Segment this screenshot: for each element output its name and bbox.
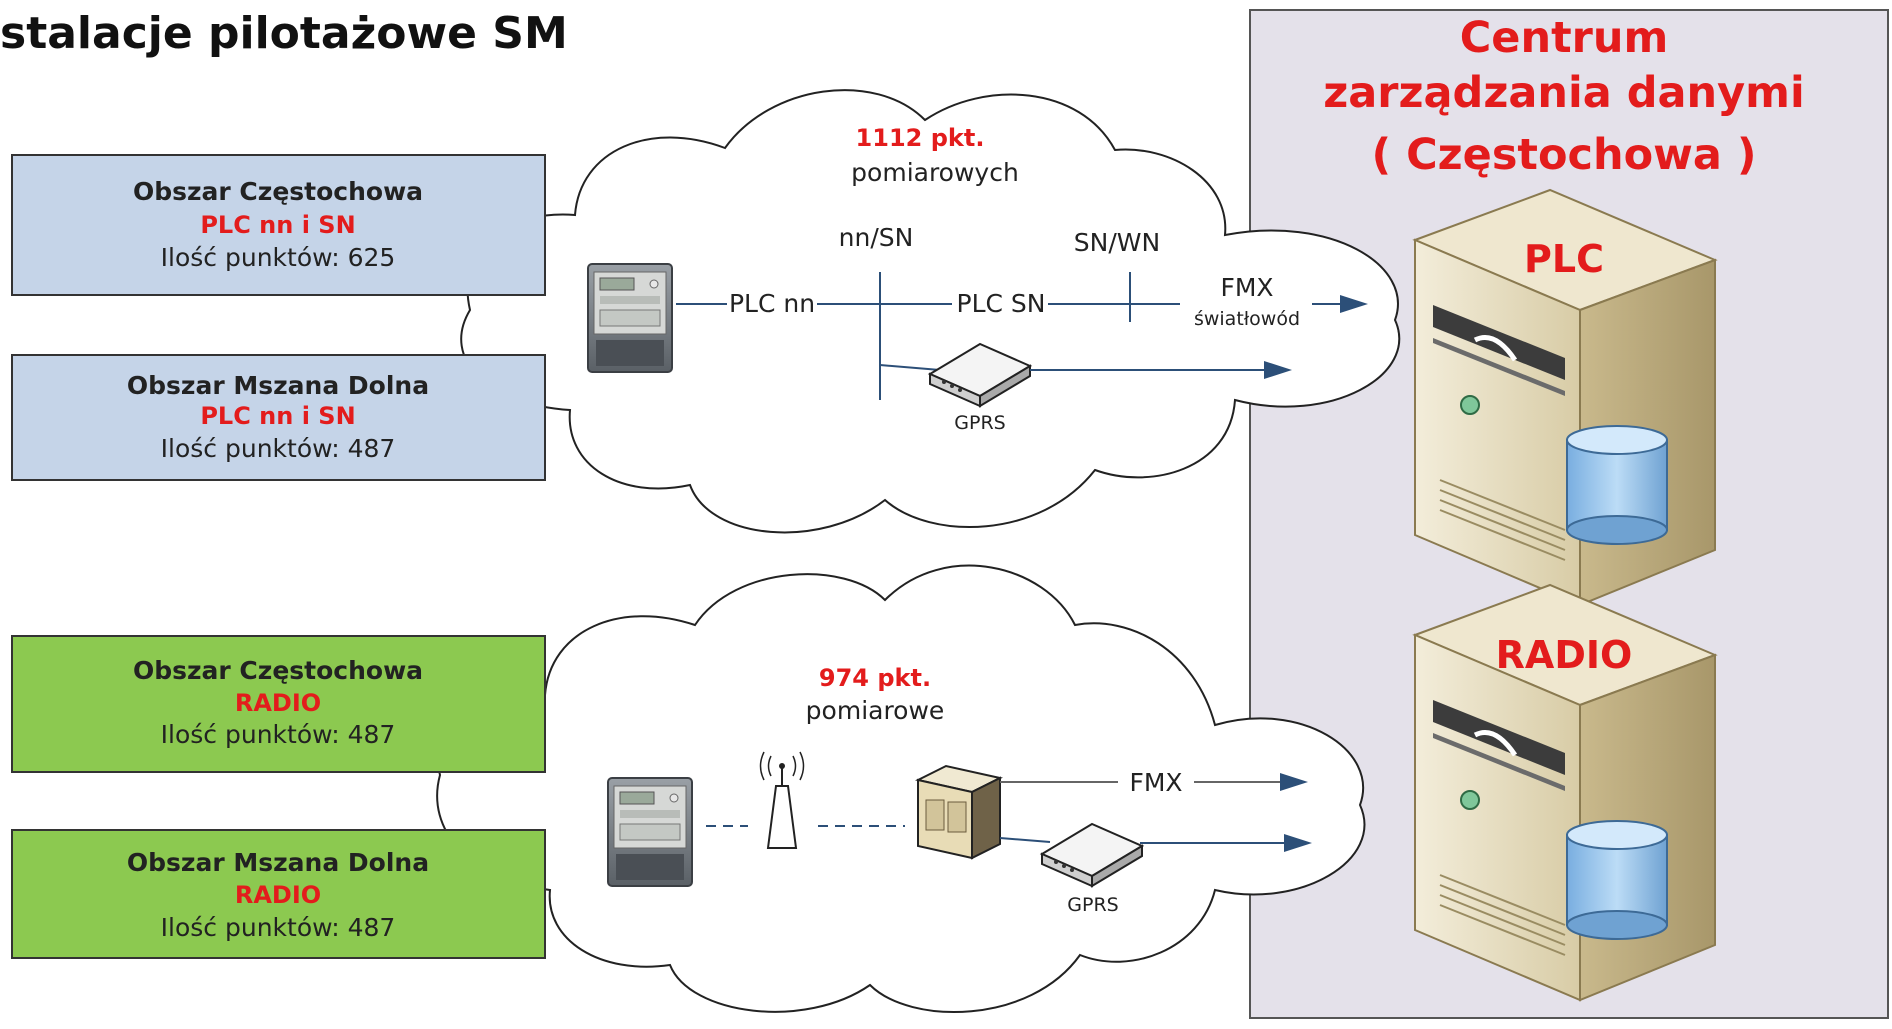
area-tech: RADIO [235,881,321,909]
radio-server-label: RADIO [1496,633,1633,677]
data-center-title-2: zarządzania danymi [1323,68,1804,118]
plc-cloud [460,89,1401,534]
data-center-title-3: ( Częstochowa ) [1371,130,1756,180]
plc-meter-icon [587,263,673,373]
area-name: Obszar Częstochowa [133,177,423,206]
page-title: stalacje pilotażowe SM [0,8,568,59]
area-box-radio-czestochowa: Obszar Częstochowa RADIO Ilość punktów: … [11,635,546,773]
area-name: Obszar Mszana Dolna [127,848,429,877]
area-tech: PLC nn i SN [200,211,355,239]
plc-sn-label-bg [952,287,1048,321]
antenna-icon [759,751,805,849]
radio-fmx-arrow [1280,773,1308,791]
fmx-fiber-arrow [1340,295,1368,313]
plc-points: 1112 pkt. [856,124,985,152]
area-box-radio-mszana: Obszar Mszana Dolna RADIO Ilość punktów:… [11,829,546,959]
plc-gprs-label: GPRS [954,412,1005,434]
area-tech: RADIO [235,689,321,717]
fiber-label: światłowód [1194,308,1300,330]
radio-cloud [436,564,1366,1013]
radio-meter-icon [607,777,693,887]
area-count: Ilość punktów: 487 [161,913,396,942]
area-name: Obszar Mszana Dolna [127,371,429,400]
data-center-title-1: Centrum [1460,13,1669,63]
plc-nn-label: PLC nn [729,289,815,318]
area-tech: PLC nn i SN [200,402,355,430]
radio-fmx-label-bg [1118,766,1194,798]
sn-wn-label: SN/WN [1074,228,1160,257]
plc-gprs-arrow [1264,361,1292,379]
area-count: Ilość punktów: 625 [161,243,396,272]
nn-sn-label: nn/SN [839,223,914,252]
gprs-branch-line [879,364,941,371]
plc-server-label: PLC [1524,237,1604,281]
radio-fmx-label: FMX [1129,768,1182,797]
radio-gprs-label: GPRS [1067,894,1118,916]
radio-points: 974 pkt. [819,664,931,692]
plc-points-label: pomiarowych [851,158,1019,187]
radio-gprs-branch [999,837,1051,843]
area-count: Ilość punktów: 487 [161,720,396,749]
area-name: Obszar Częstochowa [133,656,423,685]
radio-points-label: pomiarowe [806,696,945,725]
plc-sn-label: PLC SN [957,289,1046,318]
area-box-plc-czestochowa: Obszar Częstochowa PLC nn i SN Ilość pun… [11,154,546,296]
fmx-label: FMX [1220,273,1273,302]
plc-nn-label-bg [727,287,817,321]
fmx-label-bg [1180,272,1312,334]
area-count: Ilość punktów: 487 [161,434,396,463]
concentrator-icon [915,764,1003,860]
radio-gprs-arrow [1284,834,1312,852]
area-box-plc-mszana: Obszar Mszana Dolna PLC nn i SN Ilość pu… [11,354,546,481]
